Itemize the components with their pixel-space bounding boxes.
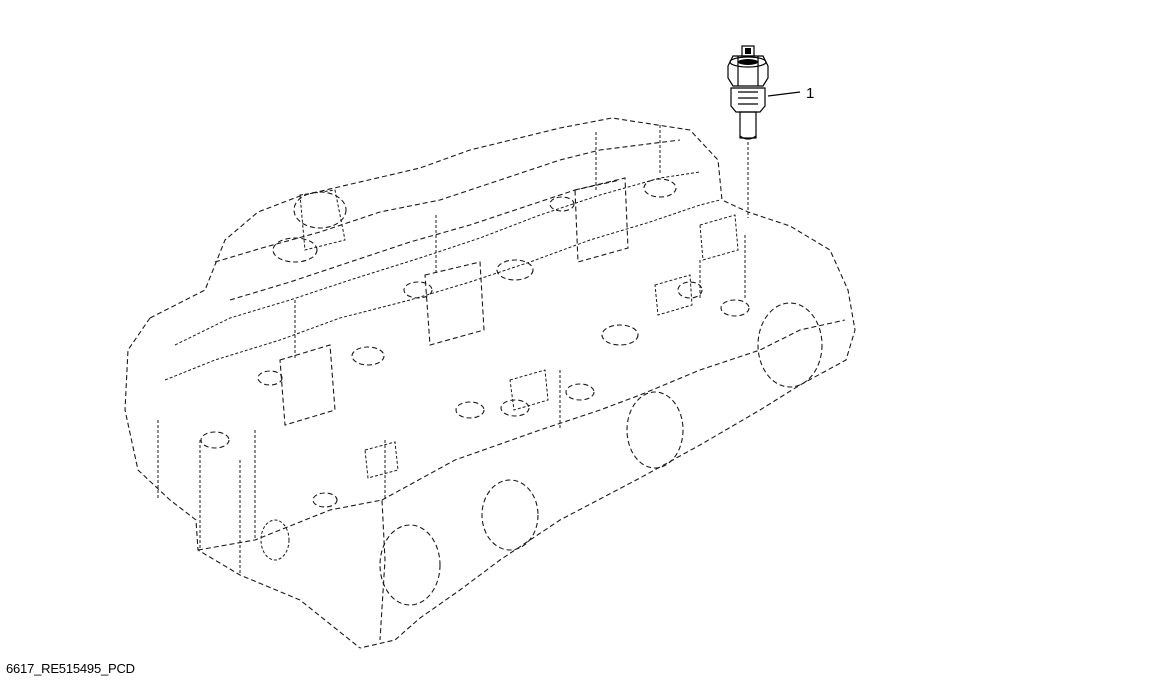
cylinder-head [124,117,856,649]
callout-number: 1 [806,85,814,102]
bolt-bores [200,178,750,508]
temperature-sensor [727,45,769,218]
callout-1: 1 [767,85,814,102]
head-front-edge [197,499,386,641]
head-front-face [381,319,846,501]
rocker-rail-inner [229,179,621,301]
sensor-hex [727,55,769,87]
head-deck-line [174,171,701,346]
head-top-outline [149,117,856,649]
head-left-face [124,317,361,649]
sensor-probe [739,111,757,139]
hidden-edges [157,125,746,575]
callout-leader [767,91,801,97]
ports [260,302,823,606]
head-deck-line-2 [164,199,721,381]
rocker-pedestals [364,214,739,479]
valve-bosses [279,177,629,426]
figure-identifier: 6617_RE515495_PCD [6,661,135,676]
rocker-rail [214,139,681,263]
sensor-body [730,87,766,113]
